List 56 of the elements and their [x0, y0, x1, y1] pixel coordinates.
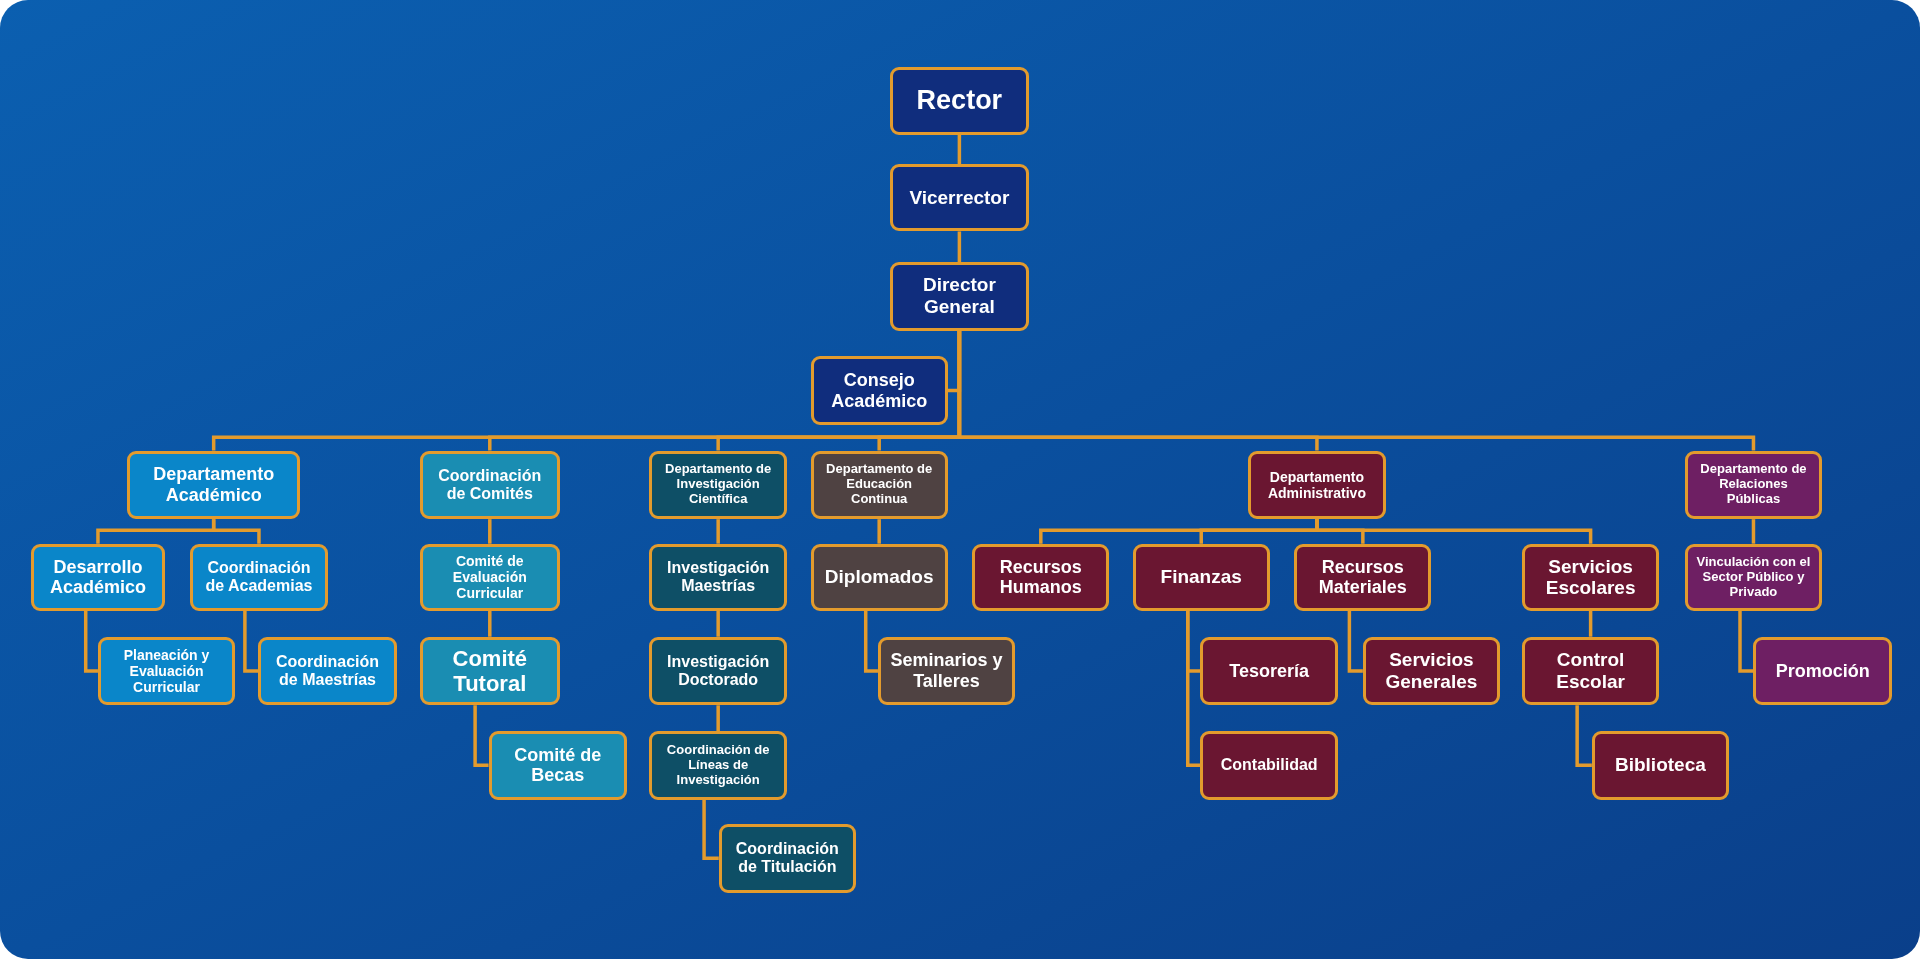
- org-box: Comité Tutoral: [420, 636, 560, 706]
- org-box: Servicios Escolares: [1522, 543, 1660, 611]
- connector-line: [83, 611, 98, 673]
- org-box: Recursos Materiales: [1294, 543, 1432, 611]
- org-box: Coordinación de Titulación: [718, 824, 856, 893]
- org-box: Departamento Académico: [127, 450, 300, 520]
- connector-line: [1575, 705, 1592, 768]
- connector-line: [716, 705, 720, 731]
- connector-line: [1751, 519, 1756, 544]
- org-box: Tesorería: [1200, 636, 1339, 706]
- connector-line: [716, 519, 720, 544]
- org-box: Director General: [890, 262, 1029, 331]
- connector-line: [211, 519, 261, 544]
- connector-line: [488, 519, 492, 544]
- connector-line: [1347, 611, 1363, 673]
- org-box: Servicios Generales: [1362, 636, 1500, 706]
- connector-line: [877, 519, 881, 544]
- org-box: Vinculación con el Sector Público y Privado: [1684, 543, 1823, 611]
- org-box: Coordinación de Academias: [189, 543, 329, 611]
- org-box: Consejo Académico: [810, 356, 948, 425]
- org-box: Rector: [890, 67, 1029, 135]
- connector-line: [1186, 611, 1200, 768]
- org-box: Departamento de Relaciones Públicas: [1684, 450, 1823, 520]
- org-box: Coordinación de Maestrías: [258, 636, 397, 706]
- org-box: Vicerrector: [890, 164, 1029, 232]
- org-box: Investigación Maestrías: [648, 543, 788, 611]
- connector-line: [473, 705, 489, 768]
- org-box: Departamento de Educación Continua: [810, 450, 948, 520]
- connector-line: [716, 611, 720, 637]
- org-box: Seminarios y Talleres: [877, 636, 1016, 706]
- org-box: Contabilidad: [1200, 731, 1339, 800]
- connector-line: [957, 231, 962, 263]
- org-box: Departamento Administrativo: [1247, 450, 1387, 520]
- org-box: Departamento de Investigación Científica: [648, 450, 788, 520]
- connector-line: [702, 799, 719, 861]
- org-box: Coordinación de Líneas de Investigación: [648, 731, 788, 800]
- org-box: Recursos Humanos: [972, 543, 1110, 611]
- connector-line: [243, 611, 259, 673]
- org-box: Control Escolar: [1522, 636, 1660, 706]
- connector-line: [488, 611, 492, 637]
- connector-line: [957, 134, 962, 165]
- connector-line: [957, 330, 1756, 451]
- org-box: Comité de Evaluación Curricular: [420, 543, 560, 611]
- org-box: Comité de Becas: [488, 731, 627, 800]
- connector-line: [1315, 519, 1593, 544]
- org-box: Planeación y Evaluación Curricular: [97, 636, 236, 706]
- org-box: Desarrollo Académico: [30, 543, 166, 611]
- connector-line: [1588, 611, 1593, 637]
- org-box: Finanzas: [1132, 543, 1270, 611]
- connector-line: [863, 611, 878, 673]
- org-box: Promoción: [1753, 636, 1892, 706]
- org-box: Coordinación de Comités: [420, 450, 560, 520]
- org-box: Biblioteca: [1591, 731, 1729, 800]
- org-box: Diplomados: [810, 543, 948, 611]
- org-box: Investigación Doctorado: [648, 636, 788, 706]
- connector-line: [1738, 611, 1754, 673]
